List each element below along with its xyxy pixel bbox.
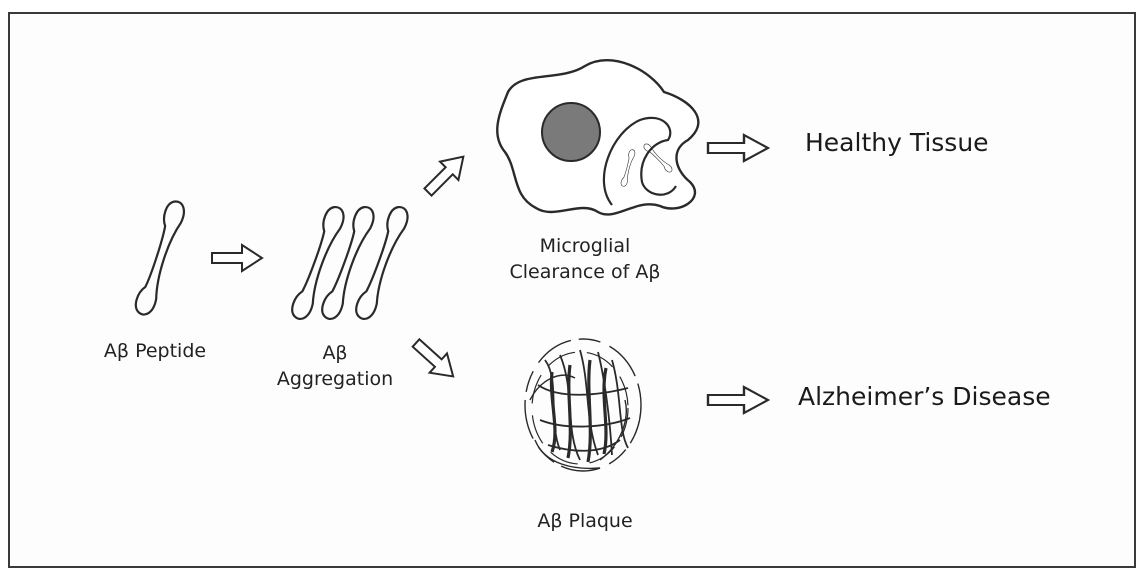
- arrow-to-disease-icon: [708, 387, 768, 413]
- abeta-peptide-icon: [133, 199, 187, 317]
- abeta-plaque-label: Aβ Plaque: [510, 508, 660, 534]
- clearance-line2: Clearance of Aβ: [495, 259, 675, 285]
- abeta-peptide-label: Aβ Peptide: [70, 338, 240, 364]
- arrow-to-plaque-icon: [407, 333, 462, 386]
- alzheimers-disease-label: Alzheimer’s Disease: [798, 382, 1051, 411]
- microglia-cell-icon: [497, 60, 698, 214]
- aggregation-line2: Aggregation: [260, 366, 410, 392]
- abeta-plaque-icon: [525, 339, 641, 471]
- nucleus-icon: [542, 103, 600, 161]
- abeta-aggregation-icon: [289, 204, 411, 321]
- aggregation-line1: Aβ: [260, 340, 410, 366]
- microglial-clearance-label: Microglial Clearance of Aβ: [495, 233, 675, 285]
- abeta-aggregation-label: Aβ Aggregation: [260, 340, 410, 392]
- arrow-to-microglia-icon: [419, 147, 473, 201]
- arrow-to-healthy-icon: [708, 135, 768, 161]
- arrow-to-aggregation-icon: [212, 245, 262, 271]
- clearance-line1: Microglial: [495, 233, 675, 259]
- healthy-tissue-label: Healthy Tissue: [805, 128, 989, 157]
